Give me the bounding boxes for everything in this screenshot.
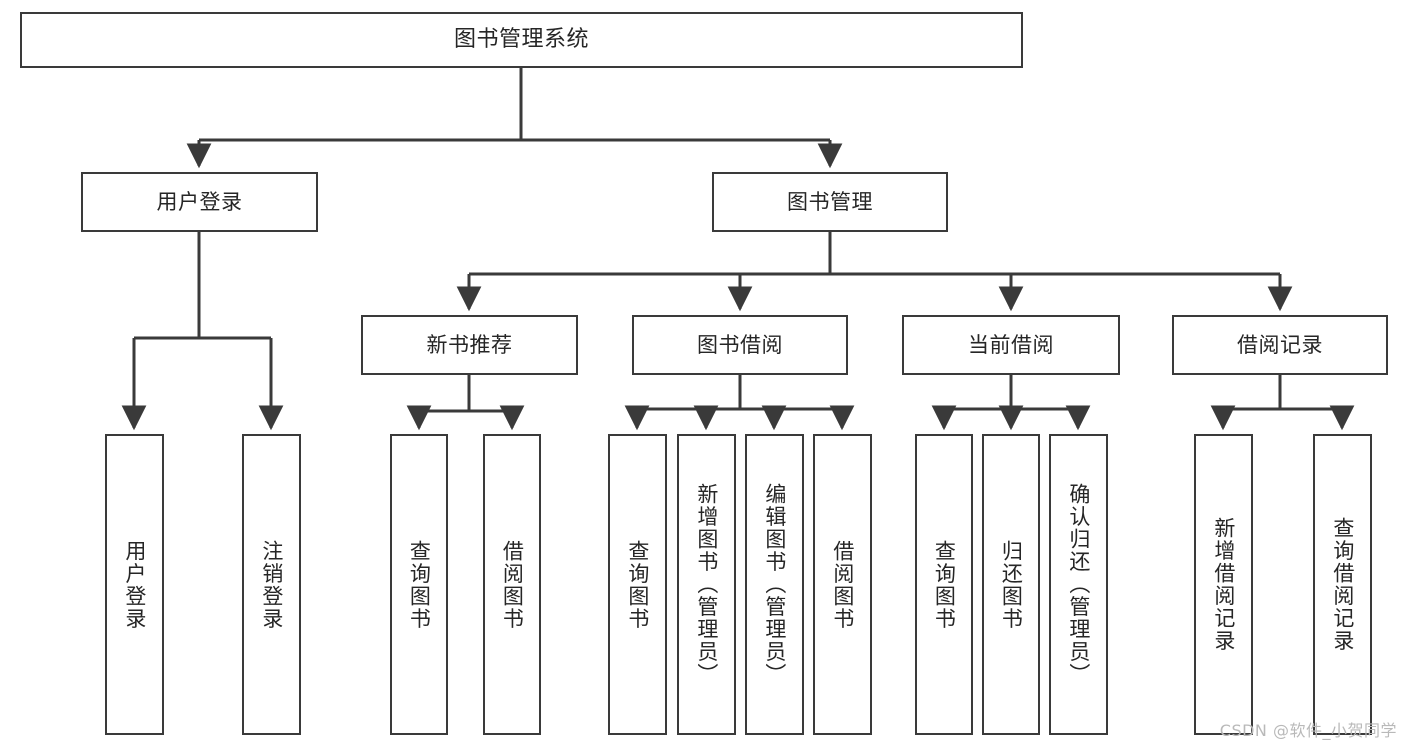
- node-label: 查询借阅记录: [1330, 517, 1355, 652]
- leaf-user-login[interactable]: 用户登录: [105, 434, 164, 735]
- node-label: 借阅图书: [830, 539, 855, 630]
- node-label: 新书推荐: [426, 332, 513, 357]
- leaf-add-borrow-record[interactable]: 新增借阅记录: [1194, 434, 1253, 735]
- node-label: 归还图书: [999, 539, 1024, 630]
- node-book-borrow[interactable]: 图书借阅: [632, 315, 848, 375]
- node-user-login[interactable]: 用户登录: [81, 172, 318, 232]
- node-label: 用户登录: [156, 189, 243, 214]
- node-label: 查询图书: [407, 539, 432, 630]
- node-label: 图书管理系统: [453, 27, 589, 53]
- node-root-system[interactable]: 图书管理系统: [20, 12, 1023, 68]
- node-label: 当前借阅: [968, 332, 1054, 357]
- node-label: 注销登录: [259, 539, 284, 630]
- node-label: 编辑图书（管理员）: [762, 483, 787, 686]
- node-new-book-recommend[interactable]: 新书推荐: [361, 315, 578, 375]
- node-borrow-record[interactable]: 借阅记录: [1172, 315, 1388, 375]
- leaf-query-borrow-record[interactable]: 查询借阅记录: [1313, 434, 1372, 735]
- node-label: 图书借阅: [697, 332, 783, 357]
- node-book-management[interactable]: 图书管理: [712, 172, 948, 232]
- watermark-text: CSDN @软件_小贺同学: [1219, 721, 1397, 740]
- leaf-logout-login[interactable]: 注销登录: [242, 434, 301, 735]
- node-label: 新增图书（管理员）: [694, 483, 719, 686]
- node-label: 确认归还（管理员）: [1066, 483, 1091, 686]
- node-label: 查询图书: [625, 539, 650, 630]
- leaf-confirm-return-admin[interactable]: 确认归还（管理员）: [1049, 434, 1108, 735]
- node-label: 借阅记录: [1237, 332, 1323, 357]
- leaf-query-book-current[interactable]: 查询图书: [915, 434, 973, 735]
- node-label: 图书管理: [787, 189, 873, 214]
- node-label: 新增借阅记录: [1211, 517, 1236, 652]
- leaf-edit-book-admin[interactable]: 编辑图书（管理员）: [745, 434, 804, 735]
- leaf-add-book-admin[interactable]: 新增图书（管理员）: [677, 434, 736, 735]
- leaf-return-book[interactable]: 归还图书: [982, 434, 1040, 735]
- leaf-query-book-newbook[interactable]: 查询图书: [390, 434, 448, 735]
- node-current-borrow[interactable]: 当前借阅: [902, 315, 1120, 375]
- leaf-borrow-book[interactable]: 借阅图书: [813, 434, 872, 735]
- node-label: 用户登录: [122, 539, 147, 630]
- leaf-borrow-book-newbook[interactable]: 借阅图书: [483, 434, 541, 735]
- leaf-query-book-borrow[interactable]: 查询图书: [608, 434, 667, 735]
- node-label: 查询图书: [932, 539, 957, 630]
- node-label: 借阅图书: [500, 539, 525, 630]
